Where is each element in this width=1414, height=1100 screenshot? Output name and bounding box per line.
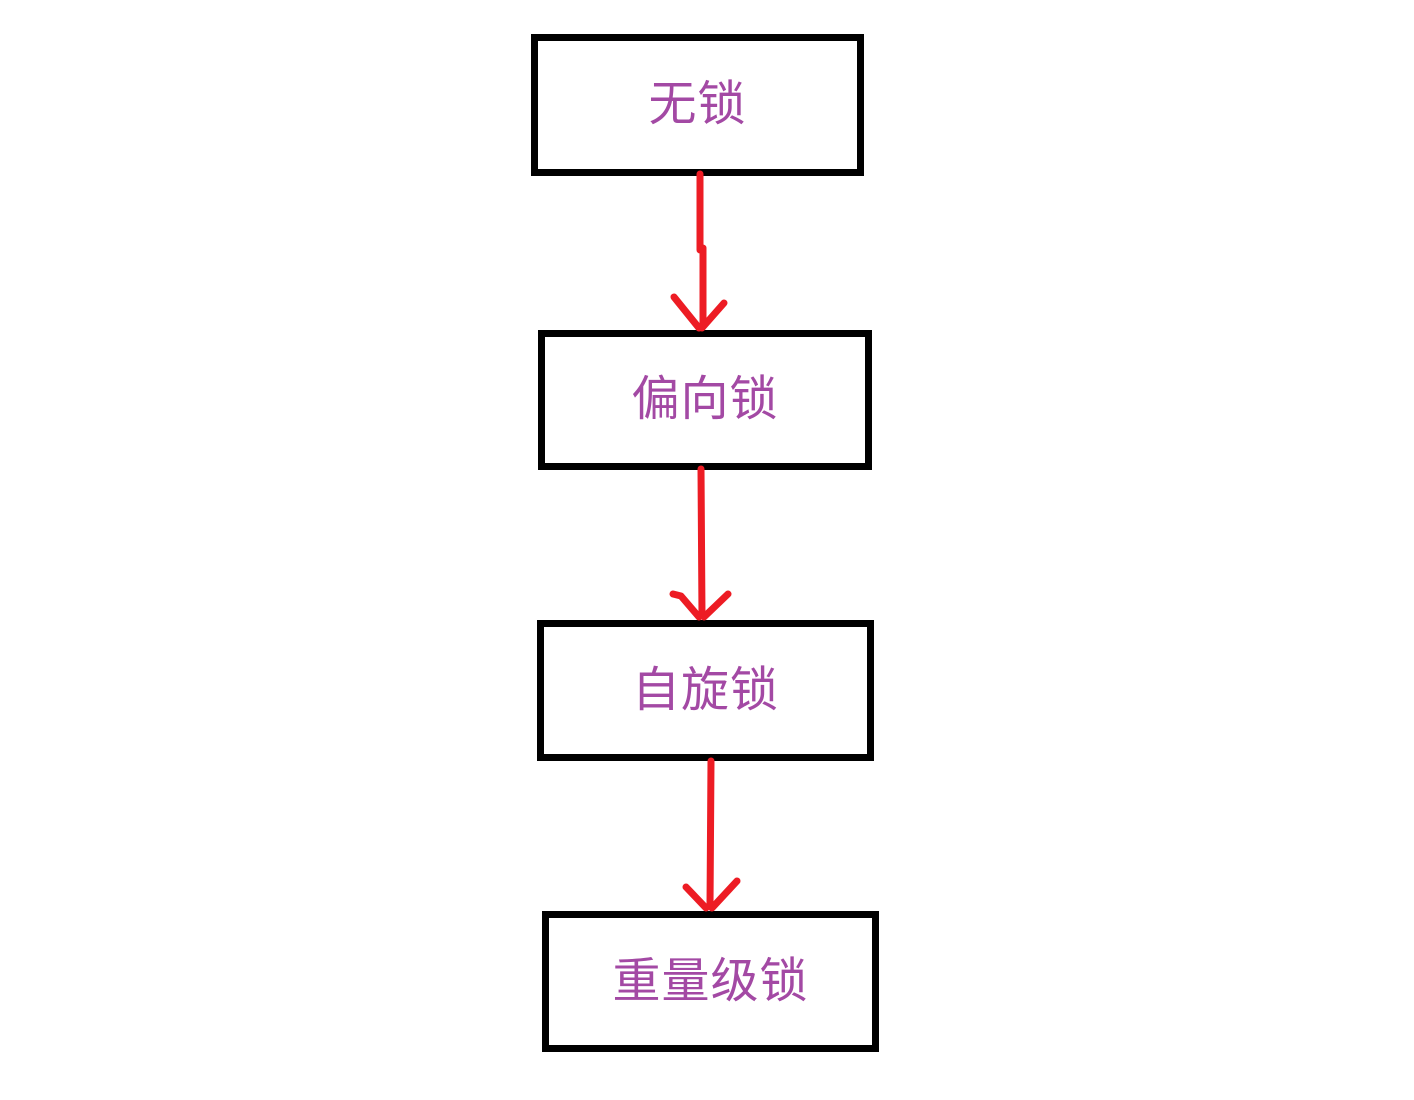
arrow-no-lock-to-biased-lock-icon xyxy=(670,170,728,332)
arrow-biased-lock-to-spin-lock-icon xyxy=(669,465,732,621)
node-heavyweight-lock: 重量级锁 xyxy=(542,911,879,1052)
node-heavyweight-lock-label: 重量级锁 xyxy=(612,954,809,1008)
node-no-lock: 无锁 xyxy=(531,34,864,176)
node-spin-lock-label: 自旋锁 xyxy=(631,663,779,717)
node-no-lock-label: 无锁 xyxy=(648,78,747,131)
node-biased-lock: 偏向锁 xyxy=(538,330,872,470)
node-spin-lock: 自旋锁 xyxy=(537,620,874,761)
node-biased-lock-label: 偏向锁 xyxy=(631,373,779,426)
arrow-spin-lock-to-heavyweight-lock-icon xyxy=(682,757,741,912)
